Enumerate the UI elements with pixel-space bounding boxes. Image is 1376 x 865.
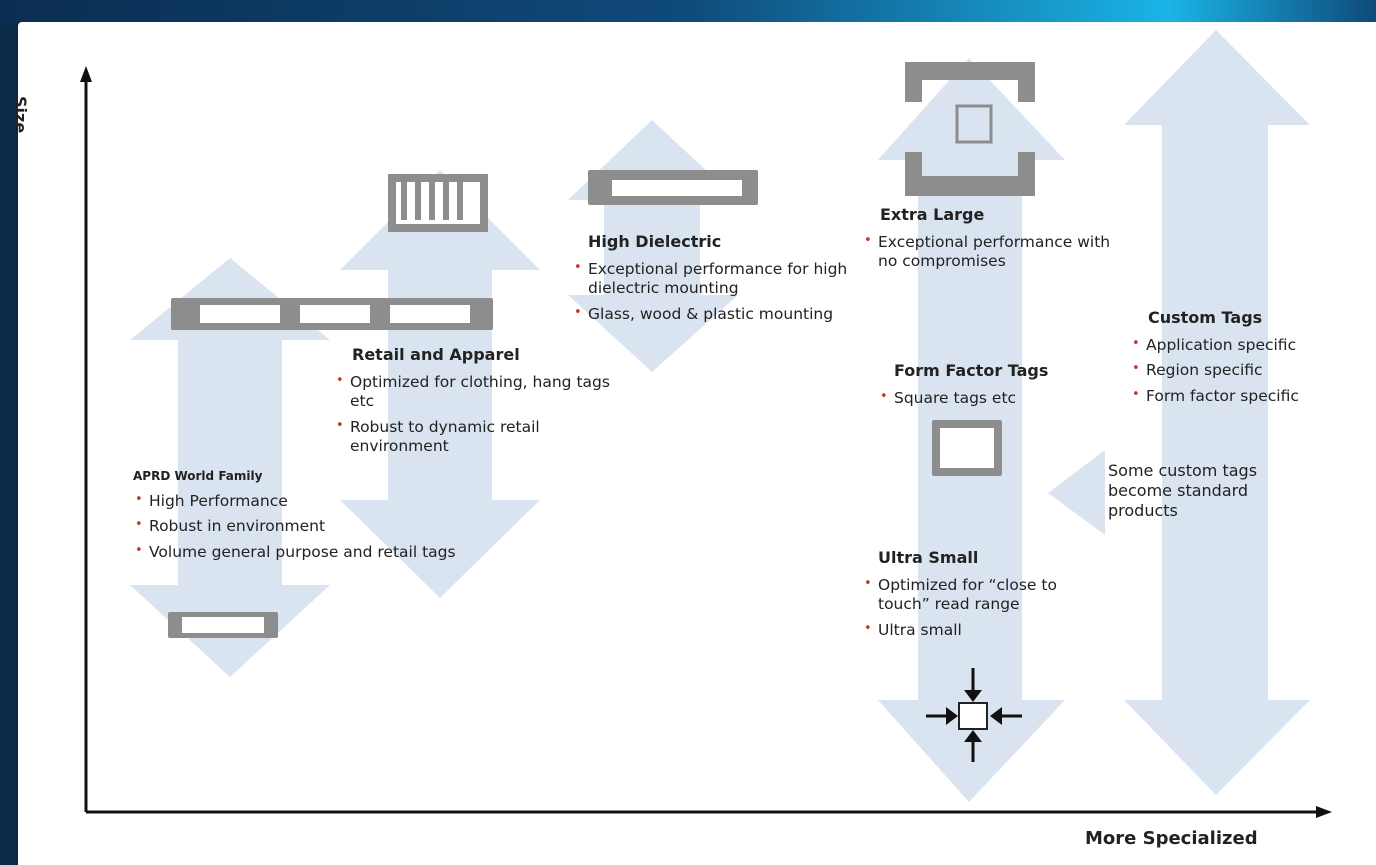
custom-to-standard-note: Some custom tags become standard product… [1108,461,1258,520]
aprd-bullet: Volume general purpose and retail tags [133,543,553,562]
custom-block: Custom Tags Application specific Region … [1130,308,1350,412]
retail-block: Retail and Apparel Optimized for clothin… [334,345,634,463]
aprd-bullet: High Performance [133,492,553,511]
custom-bullet: Form factor specific [1130,387,1350,406]
retail-title: Retail and Apparel [352,345,520,364]
form-block: Form Factor Tags Square tags etc [878,361,1088,414]
double-arrow-custom [1124,30,1310,795]
custom-bullet: Region specific [1130,361,1350,380]
tag-retail-tall [388,174,488,232]
xl-title: Extra Large [880,205,985,224]
double-arrow-aprd [130,258,330,677]
left-arrow-note [1048,450,1105,535]
retail-bullet: Optimized for clothing, hang tags etc [334,373,634,412]
dielectric-title: High Dielectric [588,232,722,251]
ultra-bullet: Optimized for “close to touch” read rang… [862,576,1112,615]
retail-bullet: Robust to dynamic retail environment [334,418,634,457]
aprd-block: APRD World Family High Performance Robus… [133,469,553,568]
y-axis-label: Size [11,96,30,134]
custom-bullet: Application specific [1130,336,1350,355]
dielectric-bullet: Glass, wood & plastic mounting [572,305,862,324]
tag-extra-large [905,62,1035,196]
custom-title: Custom Tags [1148,308,1263,327]
ultra-title: Ultra Small [878,548,979,567]
ultra-block: Ultra Small Optimized for “close to touc… [862,548,1112,646]
x-axis-label: More Specialized [1085,828,1258,849]
tag-ultra-small [926,668,1022,762]
dielectric-block: High Dielectric Exceptional performance … [572,232,862,330]
form-title: Form Factor Tags [894,361,1049,380]
aprd-bullet: Robust in environment [133,517,553,536]
xl-block: Extra Large Exceptional performance with… [862,205,1122,278]
form-bullet: Square tags etc [878,389,1088,408]
ultra-bullet: Ultra small [862,621,1112,640]
dielectric-bullet: Exceptional performance for high dielect… [572,260,862,299]
xl-bullet: Exceptional performance with no compromi… [862,233,1122,272]
aprd-title: APRD World Family [133,469,263,483]
